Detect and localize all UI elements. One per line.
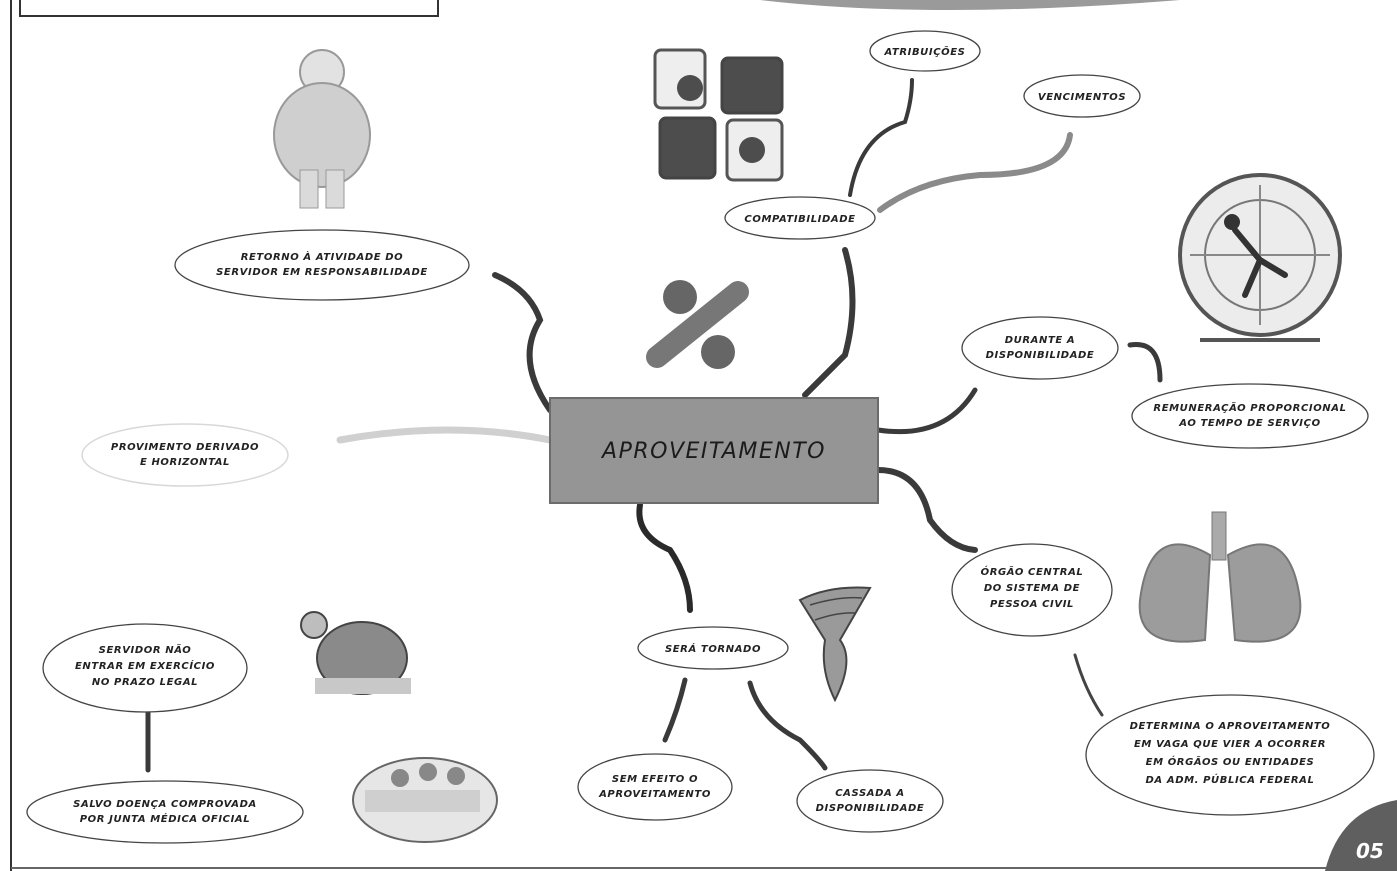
bubble-atribuicoes: ATRIBUIÇÕES bbox=[869, 30, 981, 72]
top-banner-fragment bbox=[760, 0, 1180, 10]
turtle-icon bbox=[300, 611, 411, 695]
person-stretching-icon bbox=[273, 49, 371, 209]
bubble-compatibilidade: COMPATIBILIDADE bbox=[724, 196, 876, 240]
compatibilidade-text: COMPATIBILIDADE bbox=[744, 214, 855, 225]
atribuicoes-text: ATRIBUIÇÕES bbox=[884, 45, 966, 58]
percent-icon bbox=[646, 280, 749, 369]
tornado-icon bbox=[798, 586, 872, 703]
bubble-sera: SERÁ TORNADO bbox=[637, 626, 789, 670]
title-box-fragment bbox=[19, 0, 439, 17]
bubble-vencimentos: VENCIMENTOS bbox=[1023, 74, 1141, 118]
page-number-text: 05 bbox=[1356, 839, 1384, 863]
sera-text: SERÁ TORNADO bbox=[665, 642, 761, 655]
vencimentos-text: VENCIMENTOS bbox=[1038, 92, 1126, 103]
hamster-wheel-icon bbox=[1178, 173, 1342, 342]
central-topic-text: APROVEITAMENTO bbox=[600, 439, 826, 464]
page-number-badge: 05 bbox=[1325, 800, 1397, 871]
lungs-icon bbox=[1138, 511, 1302, 643]
branches bbox=[145, 78, 1163, 773]
sick-people-icon bbox=[352, 757, 498, 843]
central-topic-box: APROVEITAMENTO bbox=[549, 397, 879, 504]
puzzle-icon bbox=[653, 48, 784, 182]
